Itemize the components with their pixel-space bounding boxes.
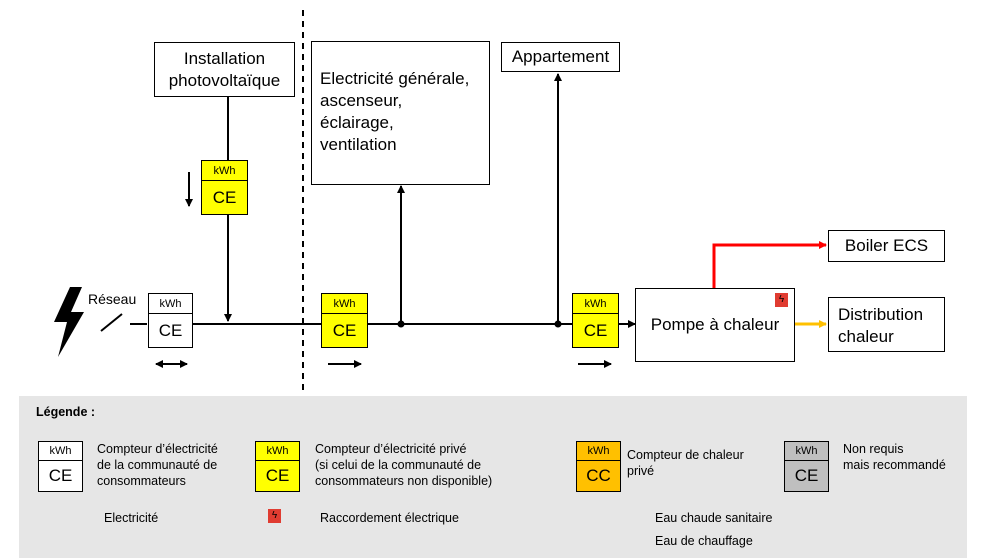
legend-heat-meter-label: Compteur de chaleur privé: [627, 448, 744, 478]
distribution-box: Distribution chaleur: [828, 297, 945, 352]
private-meter-heatpump: kWh CE: [572, 293, 619, 348]
meter-unit: kWh: [322, 294, 367, 315]
legend-private-meter: kWh CE: [255, 441, 300, 492]
meter-type: CE: [265, 465, 290, 485]
pv-meter: kWh CE: [201, 160, 248, 215]
meter-unit: kWh: [202, 161, 247, 182]
meter-type: CE: [48, 465, 73, 485]
meter-type: CE: [794, 465, 819, 485]
meter-type: CE: [158, 320, 183, 340]
heat-pump-label: Pompe à chaleur: [650, 315, 780, 334]
meter-unit: kWh: [573, 294, 618, 315]
meter-type: CE: [212, 187, 237, 207]
legend-hot-water-label: Eau chaude sanitaire: [655, 511, 773, 525]
legend-electric-connection-icon: ϟ: [268, 509, 281, 523]
legend-community-meter: kWh CE: [38, 441, 83, 492]
legend-heat-meter: kWh CC: [576, 441, 621, 492]
hot-water-line: [712, 241, 827, 288]
pv-installation-box: Installation photovoltaïque: [154, 42, 295, 97]
meter-unit: kWh: [785, 442, 828, 461]
meter-unit: kWh: [149, 294, 192, 315]
junction-dot: [397, 320, 405, 328]
junction-dot: [554, 320, 562, 328]
private-meter-general: kWh CE: [321, 293, 368, 348]
switch-icon: [100, 313, 123, 332]
network-label: Réseau: [88, 291, 137, 307]
legend-electric-connection-label: Raccordement électrique: [320, 511, 459, 525]
legend-community-meter-label: Compteur d’électricité de la communauté …: [97, 442, 218, 488]
community-meter: kWh CE: [148, 293, 193, 348]
general-electricity-box: Electricité générale, ascenseur, éclaira…: [311, 41, 490, 185]
legend-recommended-meter-label: Non requis mais recommandé: [843, 442, 946, 472]
lightning-icon: [54, 287, 84, 357]
meter-unit: kWh: [256, 442, 299, 461]
meter-type: CE: [583, 320, 608, 340]
apartment-box: Appartement: [501, 42, 620, 72]
electric-connection-icon: ϟ: [775, 293, 788, 307]
heat-pump-box: Pompe à chaleur ϟ: [635, 288, 795, 362]
legend-recommended-meter: kWh CE: [784, 441, 829, 492]
boiler-box: Boiler ECS: [828, 230, 945, 262]
meter-type: CC: [586, 465, 611, 485]
meter-unit: kWh: [39, 442, 82, 461]
legend-heating-water-label: Eau de chauffage: [655, 534, 753, 548]
legend-title: Légende :: [36, 405, 96, 419]
legend-private-meter-label: Compteur d’électricité privé (si celui d…: [315, 442, 493, 488]
meter-unit: kWh: [577, 442, 620, 461]
legend-electricity-label: Electricité: [104, 511, 159, 525]
meter-type: CE: [332, 320, 357, 340]
